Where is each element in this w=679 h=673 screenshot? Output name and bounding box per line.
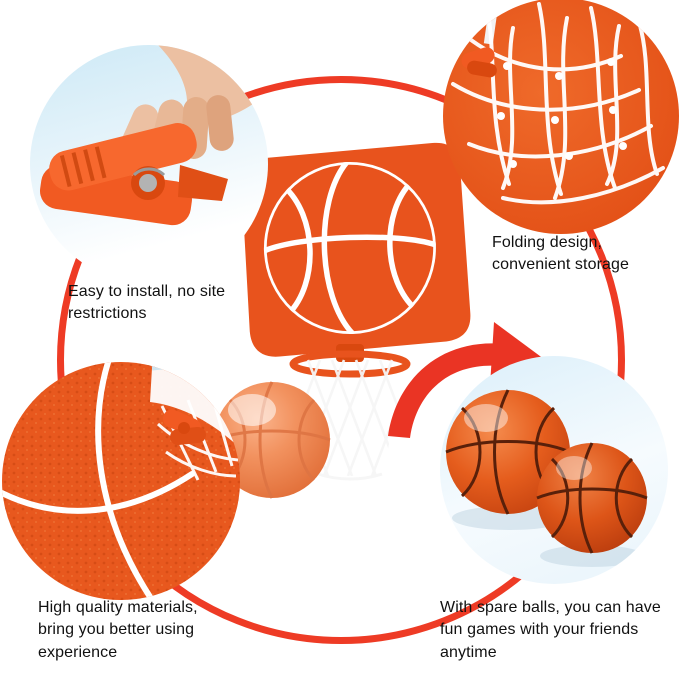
net-knots-graphic	[497, 58, 627, 168]
mini-clip-icon	[162, 409, 206, 446]
spare-ball-2-graphic	[536, 442, 648, 554]
spare-ball-1-graphic	[445, 389, 571, 515]
connector-ring-graphic	[57, 76, 625, 644]
feature-install-label: Easy to install, no site restrictions	[68, 283, 226, 323]
callout-material-photo	[2, 362, 240, 600]
callout-balls-photo	[440, 356, 668, 584]
callout-net-photo	[443, 0, 679, 234]
hoop-rim-graphic	[289, 350, 411, 378]
net-bottom-edge	[317, 472, 383, 481]
hoop-assembly-graphic	[213, 142, 471, 499]
mini-clamp-icon	[461, 47, 497, 78]
net-strands-graphic	[451, 2, 665, 205]
callout-clamp-photo	[30, 45, 268, 283]
feature-material-label: High quality materials, bring you better…	[38, 599, 198, 661]
feature-folding-label: Folding design, convenient storage	[492, 234, 630, 274]
feature-balls-label: With spare balls, you can have fun games…	[440, 599, 661, 661]
backboard-graphic	[241, 142, 471, 357]
ball-seam-lines	[2, 362, 195, 600]
ball-shadow	[540, 545, 644, 567]
clamp-graphic	[39, 123, 228, 226]
